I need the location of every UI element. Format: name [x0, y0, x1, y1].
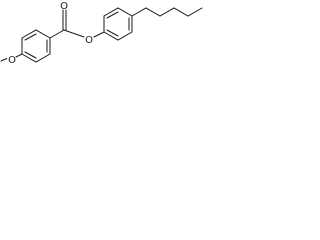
benzoyl-ring — [21, 29, 51, 63]
ester-ring-bond — [93, 31, 105, 38]
methoxy-oxygen-label: O — [8, 55, 16, 66]
carbonyl-ester-bond — [63, 29, 85, 38]
ester-group: O O — [49, 1, 105, 46]
methyl-bond — [0, 57, 9, 62]
pentyl-chain — [131, 7, 203, 17]
methoxy-group: O — [0, 53, 23, 66]
chemical-structure-diagram: O O O — [0, 1, 203, 66]
methoxy-ring-bond — [15, 53, 23, 58]
phenyl-ring — [103, 7, 133, 41]
ring-carbonyl-bond — [49, 29, 65, 39]
carbonyl-oxygen-label: O — [60, 1, 68, 12]
ester-oxygen-label: O — [85, 35, 93, 46]
